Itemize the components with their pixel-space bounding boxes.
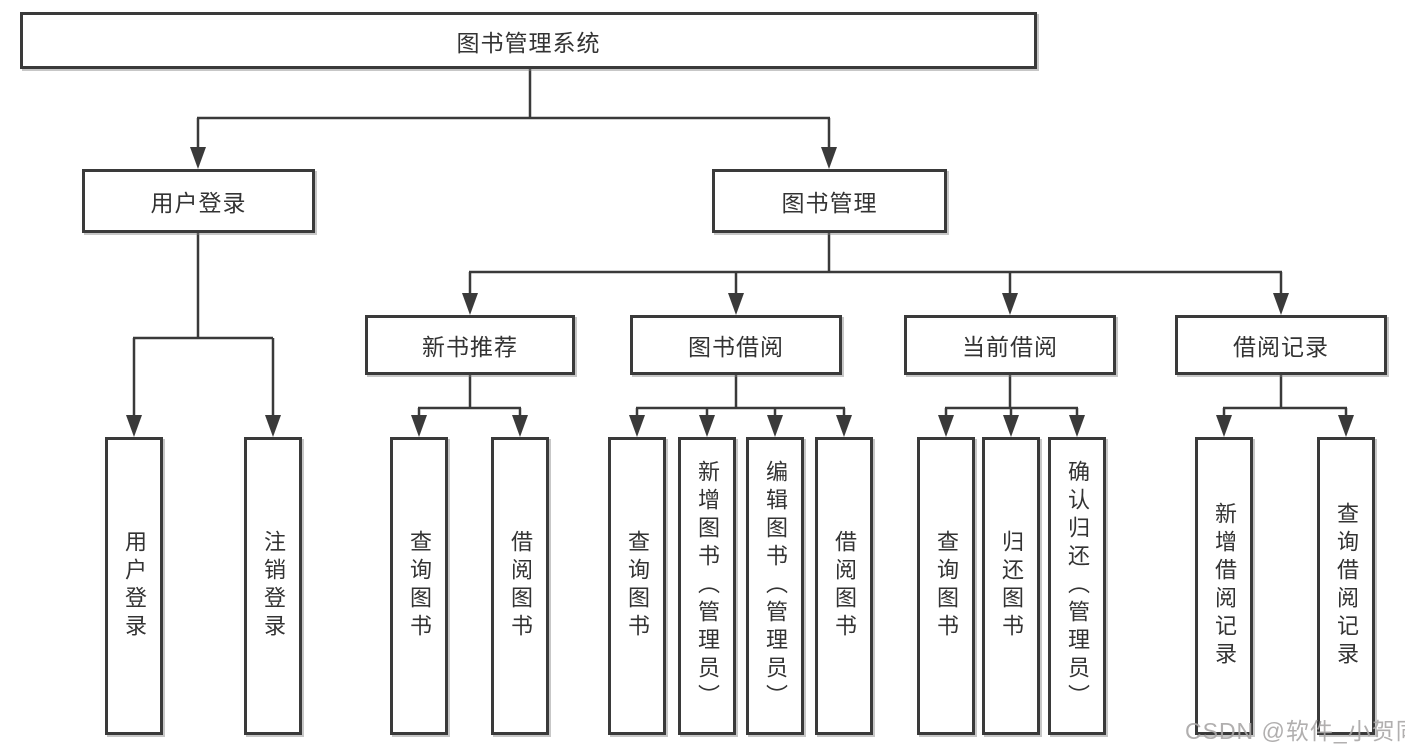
leaf-return-books: 归还图书	[982, 437, 1040, 735]
node-book-management: 图书管理	[712, 169, 947, 233]
connector-new-book-recommend-to-leaves	[411, 375, 528, 437]
leaf-user-login: 用户登录	[105, 437, 163, 735]
leaf-logout: 注销登录	[244, 437, 302, 735]
leaf-edit-books-admin: 编辑图书（管理员）	[746, 437, 804, 735]
node-new-book-recommend: 新书推荐	[365, 315, 575, 375]
connector-current-borrow-to-leaves	[938, 375, 1085, 437]
leaf-query-borrow-record: 查询借阅记录	[1317, 437, 1375, 735]
csdn-watermark: CSDN @软件_小贺同学	[1185, 718, 1405, 744]
node-current-borrow: 当前借阅	[904, 315, 1116, 375]
leaf-borrow-books: 借阅图书	[815, 437, 873, 735]
node-user-login: 用户登录	[82, 169, 315, 233]
leaf-recommend-borrow-books: 借阅图书	[491, 437, 549, 735]
connector-user-login-to-leaves	[126, 233, 281, 437]
node-root-system: 图书管理系统	[20, 12, 1037, 69]
leaf-confirm-return-admin: 确认归还（管理员）	[1048, 437, 1106, 735]
connector-root-to-level2	[190, 69, 837, 169]
node-borrow-records: 借阅记录	[1175, 315, 1387, 375]
leaf-add-borrow-record: 新增借阅记录	[1195, 437, 1253, 735]
leaf-add-books-admin: 新增图书（管理员）	[678, 437, 736, 735]
connector-book-management-to-level3	[462, 233, 1289, 315]
leaf-current-query-books: 查询图书	[917, 437, 975, 735]
leaf-recommend-query-books: 查询图书	[390, 437, 448, 735]
connector-book-borrow-to-leaves	[629, 375, 852, 437]
node-book-borrow: 图书借阅	[630, 315, 842, 375]
leaf-borrow-query-books: 查询图书	[608, 437, 666, 735]
connector-borrow-records-to-leaves	[1216, 375, 1354, 437]
